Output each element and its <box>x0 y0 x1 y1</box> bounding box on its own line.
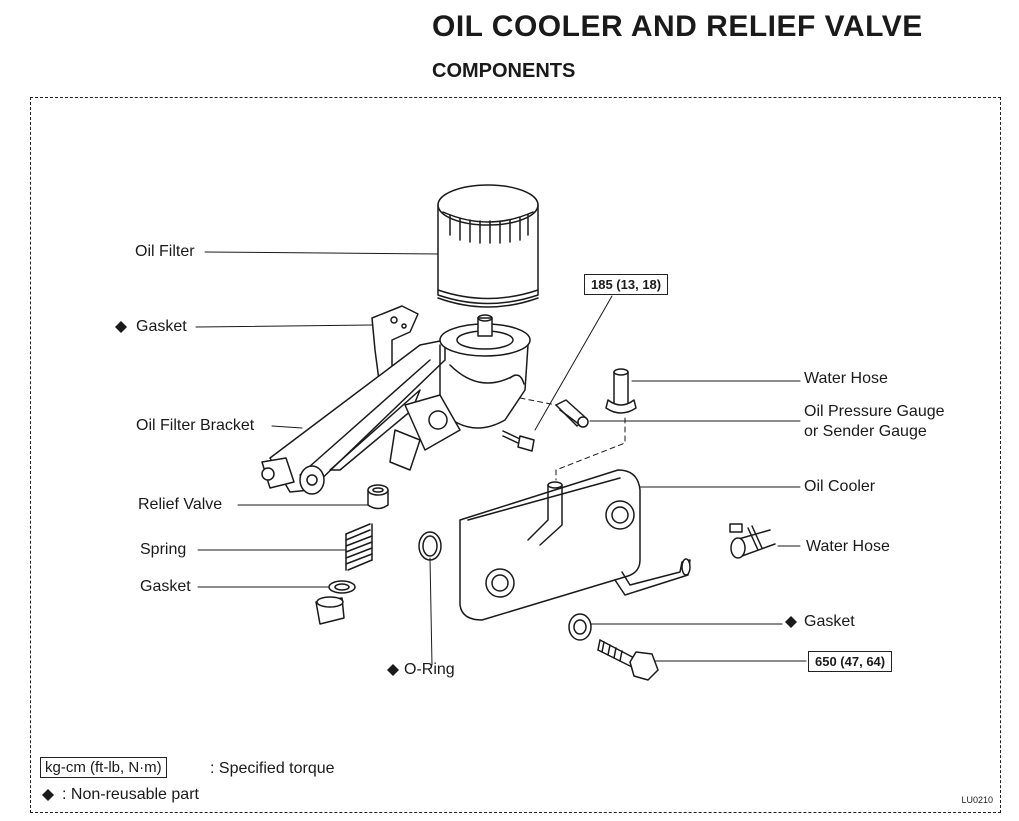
plug-drawing <box>315 596 345 625</box>
bracket-gasket-drawing <box>371 305 419 389</box>
leader-lines <box>195 251 807 666</box>
bracket-bolt-drawing <box>502 430 535 452</box>
legend-torque-box: kg-cm (ft-lb, N·m) <box>40 757 167 778</box>
torque-box-sender: 185 (13, 18) <box>584 274 669 295</box>
oil-filter-drawing <box>437 184 539 308</box>
torque-box-union-bolt: 650 (47, 64) <box>808 651 893 672</box>
figure-code: LU0210 <box>961 795 993 805</box>
label-oil-cooler: Oil Cooler <box>804 478 876 495</box>
water-hose-right-drawing <box>729 523 776 559</box>
label-gasket-bracket: Gasket <box>136 318 187 335</box>
label-sender-gauge: or Sender Gauge <box>804 423 927 440</box>
oil-filter-bracket-drawing <box>261 314 531 495</box>
legend-nonreusable: : Non-reusable part <box>62 786 199 803</box>
o-ring-drawing <box>418 531 442 561</box>
relief-valve-drawing <box>367 484 389 510</box>
page-title: OIL COOLER AND RELIEF VALVE <box>432 10 923 43</box>
label-spring: Spring <box>140 541 187 558</box>
plug-gasket-drawing <box>328 580 356 594</box>
label-oil-pressure-gauge: Oil Pressure Gauge <box>804 403 945 420</box>
union-gasket-drawing <box>568 613 592 641</box>
diamond-icon <box>115 321 127 333</box>
oil-cooler-drawing <box>459 469 691 621</box>
legend-torque-desc: : Specified torque <box>210 760 335 777</box>
diamond-icon <box>387 664 399 676</box>
label-oil-filter: Oil Filter <box>135 243 195 260</box>
diagram-frame <box>30 97 1001 813</box>
page-subtitle: COMPONENTS <box>432 60 576 82</box>
label-gasket-plug: Gasket <box>140 578 191 595</box>
label-oil-filter-bracket: Oil Filter Bracket <box>136 417 255 434</box>
union-bolt-drawing <box>597 639 659 681</box>
label-gasket-union: Gasket <box>804 613 855 630</box>
label-water-hose-right: Water Hose <box>806 538 890 555</box>
label-water-hose-top: Water Hose <box>804 370 888 387</box>
spring-drawing <box>345 523 373 571</box>
label-o-ring: O-Ring <box>404 661 455 678</box>
diamond-icon <box>785 616 797 628</box>
diamond-icon <box>42 789 54 801</box>
water-hose-top-drawing <box>605 368 637 414</box>
pressure-sender-drawing <box>555 399 589 428</box>
label-relief-valve: Relief Valve <box>138 496 223 513</box>
